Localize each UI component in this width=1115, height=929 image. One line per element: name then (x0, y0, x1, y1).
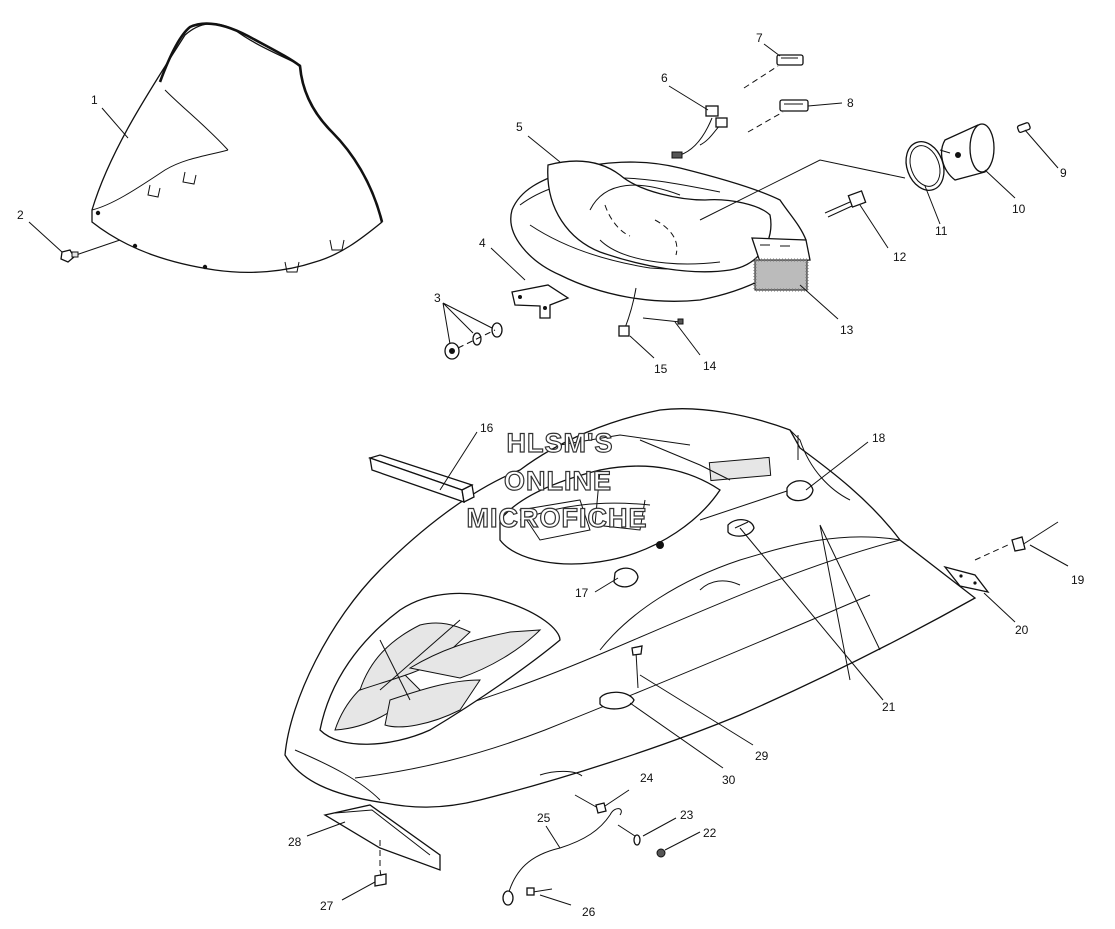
callout-16: 16 (480, 421, 494, 435)
callout-29: 29 (755, 749, 769, 763)
tube (367, 454, 475, 503)
watermark-line-2: ONLINE (504, 466, 612, 496)
callout-17: 17 (575, 586, 589, 600)
gauge-cable (699, 159, 906, 221)
plate-screw (374, 840, 387, 887)
washers-nut (444, 322, 503, 360)
callout-8: 8 (847, 96, 854, 110)
callout-4: 4 (479, 236, 486, 250)
callout-3: 3 (434, 291, 441, 305)
callout-28: 28 (288, 835, 302, 849)
windshield-screw (60, 239, 121, 263)
callout-26: 26 (582, 905, 596, 919)
wiring-harness (671, 105, 728, 159)
callout-22: 22 (703, 826, 717, 840)
callout-2: 2 (17, 208, 24, 222)
callout-15: 15 (654, 362, 668, 376)
callout-7: 7 (756, 31, 763, 45)
callout-6: 6 (661, 71, 668, 85)
hood-cable (502, 794, 666, 906)
pin (974, 521, 1059, 561)
callout-1: 1 (91, 93, 98, 107)
gauge-bulb (1016, 122, 1031, 133)
hood-bolt (631, 645, 643, 689)
callout-10: 10 (1012, 202, 1026, 216)
console-screw (642, 317, 684, 325)
mount-bracket (943, 565, 990, 594)
callout-13: 13 (840, 323, 854, 337)
hood-body (284, 408, 977, 808)
gauge (939, 123, 995, 181)
callout-11: 11 (935, 224, 948, 238)
gauge-ring (905, 141, 945, 191)
console-wire (618, 287, 637, 337)
callout-14: 14 (703, 359, 717, 373)
leader-lines (28, 43, 1069, 906)
callout-18: 18 (872, 431, 886, 445)
callout-5: 5 (516, 120, 523, 134)
bracket (511, 284, 570, 319)
callout-numbers: 1 2 3 4 5 6 7 8 9 10 11 12 13 14 15 16 1… (17, 31, 1085, 919)
callout-9: 9 (1060, 166, 1067, 180)
callout-27: 27 (320, 899, 334, 913)
callout-20: 20 (1015, 623, 1029, 637)
watermark: HLSM'S ONLINE MICROFICHE (466, 427, 648, 533)
watermark-line-3: MICROFICHE (467, 503, 648, 533)
callout-30: 30 (722, 773, 736, 787)
indicator-lens-8 (747, 99, 809, 133)
foam-block (753, 258, 809, 292)
callout-23: 23 (680, 808, 694, 822)
plate (323, 804, 441, 871)
callout-25: 25 (537, 811, 551, 825)
watermark-line-1: HLSM'S (507, 428, 614, 458)
cable-connector (824, 190, 867, 218)
callout-12: 12 (893, 250, 907, 264)
callout-19: 19 (1071, 573, 1085, 587)
callout-24: 24 (640, 771, 654, 785)
windshield (91, 22, 384, 273)
console-panel (510, 160, 811, 302)
callout-21: 21 (882, 700, 896, 714)
indicator-lens-7 (743, 54, 804, 89)
